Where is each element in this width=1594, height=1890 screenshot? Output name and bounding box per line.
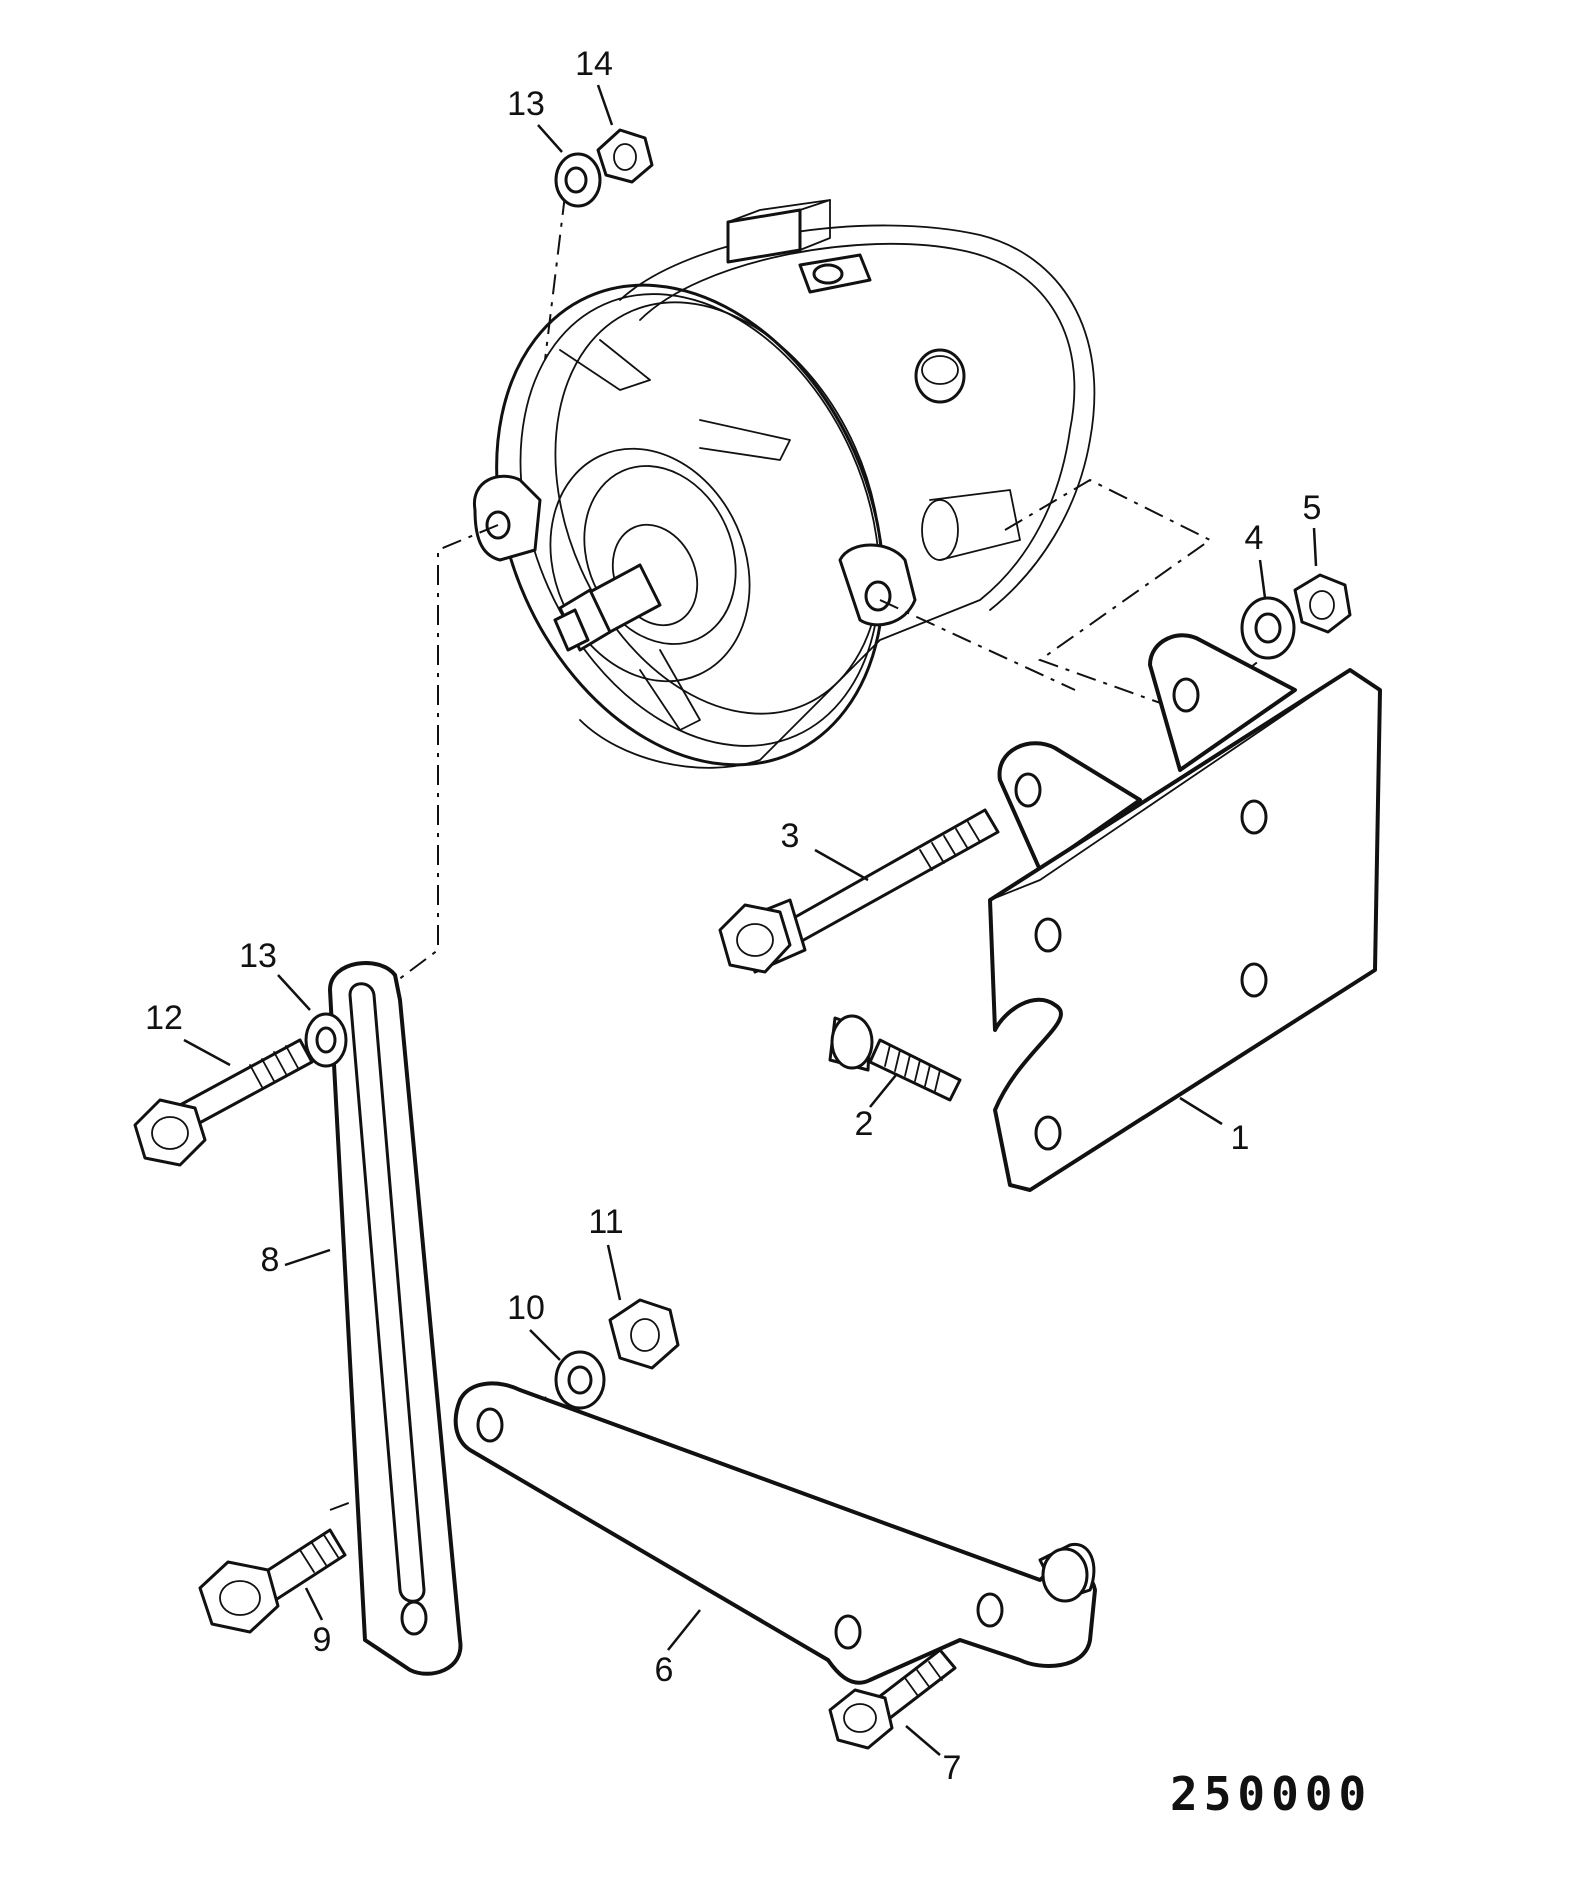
callout-6: 6 — [655, 1651, 674, 1689]
part-13-washer-top — [554, 152, 602, 208]
part-5-nut — [1293, 573, 1352, 634]
part-12-bolt — [133, 1038, 314, 1167]
part-4-washer — [1240, 596, 1296, 660]
callout-labels: 1 2 3 4 5 6 7 8 9 10 11 12 13 13 14 — [145, 45, 1321, 1787]
callout-1: 1 — [1231, 1119, 1250, 1157]
part-10-washer — [554, 1350, 606, 1410]
part-11-nut — [608, 1298, 680, 1370]
callout-11: 11 — [588, 1203, 623, 1241]
callout-4: 4 — [1245, 519, 1264, 557]
part-6-link-arm — [453, 1381, 1097, 1685]
callout-12: 12 — [145, 999, 183, 1037]
alternator — [473, 199, 1096, 769]
callout-5: 5 — [1303, 489, 1322, 527]
part-1-mounting-bracket — [988, 633, 1382, 1192]
callout-13-left: 13 — [239, 937, 277, 975]
leader-lines — [183, 84, 1318, 1756]
callout-14: 14 — [575, 45, 613, 83]
part-2-short-bolt — [828, 1014, 962, 1102]
part-7-bolt — [828, 1648, 957, 1750]
part-14-nut-top — [596, 128, 654, 184]
part-8-adjusting-strap — [328, 961, 463, 1676]
callout-3: 3 — [781, 817, 800, 855]
callout-10: 10 — [507, 1289, 545, 1327]
callout-8: 8 — [261, 1241, 280, 1279]
callout-13-top: 13 — [507, 85, 545, 123]
callout-2: 2 — [855, 1105, 874, 1143]
part-9-bolt — [198, 1528, 347, 1634]
part-3-long-bolt — [718, 808, 1000, 974]
callout-9: 9 — [313, 1621, 332, 1659]
part-13-washer-left — [304, 1012, 348, 1068]
drawing-reference-number: 250000 — [1170, 1767, 1372, 1821]
callout-7: 7 — [943, 1749, 962, 1787]
